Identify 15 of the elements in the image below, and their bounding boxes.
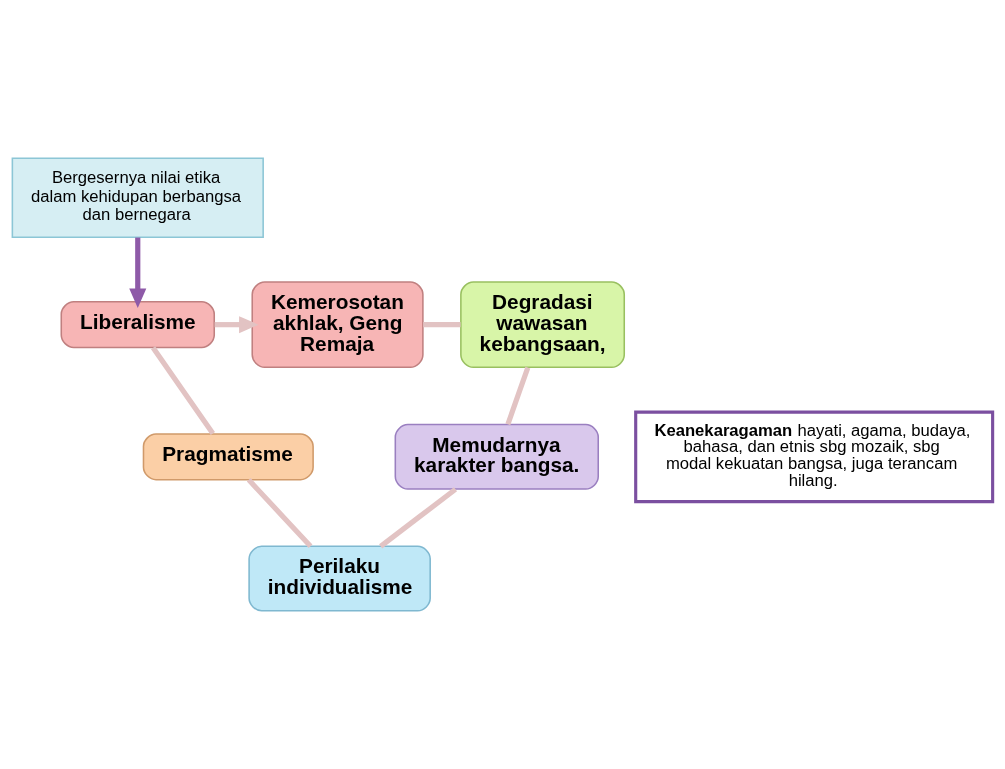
connector <box>423 322 461 328</box>
node-box: Pragmatisme <box>142 433 314 481</box>
connector <box>246 478 313 549</box>
connector <box>505 366 531 426</box>
node-box: Kemerosotan akhlak, Geng Remaja <box>251 281 424 369</box>
connector <box>379 487 458 549</box>
node-box: Perilaku individualisme <box>248 545 431 612</box>
node-box: Bergesernya nilai etika dalam kehidupan berbangsa dan bernegara <box>11 157 264 239</box>
node-box: Keanekaragaman hayati, agama, budaya, bahasa, dan etnis sbg mozaik, sbg modal kekuatan bangsa, juga terancam hilang. <box>634 410 995 504</box>
connector <box>151 346 215 436</box>
node-box: Liberalisme <box>60 301 215 349</box>
node-box: Memudarnya karakter bangsa. <box>394 423 599 490</box>
arrow <box>214 316 259 334</box>
node-box: Degradasi wawasan kebangsaan, <box>460 281 626 369</box>
arrow <box>129 237 147 309</box>
